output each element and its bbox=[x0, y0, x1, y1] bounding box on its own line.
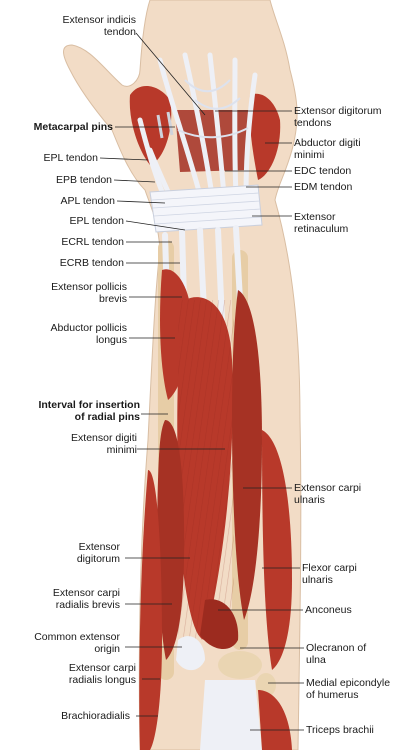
extensor-carpi-radialis-brevis-muscle bbox=[157, 420, 185, 660]
extensor-carpi-ulnaris-muscle bbox=[232, 290, 262, 620]
label-apl-tendon: APL tendon bbox=[60, 195, 116, 207]
interossei-muscles bbox=[175, 110, 250, 172]
label-anconeus: Anconeus bbox=[305, 604, 352, 616]
label-extensor-digitorum-tendons: Extensor digitorum tendons bbox=[294, 105, 382, 129]
label-extensor-digiti-minimi: Extensor digiti minimi bbox=[71, 432, 137, 456]
label-brachioradialis: Brachioradialis bbox=[61, 710, 130, 722]
label-epl-tendon-upper: EPL tendon bbox=[43, 152, 99, 164]
retinaculum-fibers bbox=[151, 192, 263, 225]
triceps-tendon bbox=[200, 680, 262, 750]
label-ecrl-tendon: ECRL tendon bbox=[61, 236, 124, 248]
label-extensor-retinaculum: Extensor retinaculum bbox=[294, 211, 349, 235]
label-abductor-digiti-minimi: Abductor digiti minimi bbox=[294, 137, 361, 161]
label-epl-tendon-lower: EPL tendon bbox=[69, 215, 125, 227]
label-extensor-carpi-radialis-longus: Extensor carpi radialis longus bbox=[68, 662, 136, 686]
label-edm-tendon: EDM tendon bbox=[294, 181, 353, 193]
label-edc-tendon: EDC tendon bbox=[294, 165, 352, 177]
label-medial-epicondyle-of-humerus: Medial epicondyle of humerus bbox=[306, 677, 391, 701]
label-ecrb-tendon: ECRB tendon bbox=[59, 257, 124, 269]
label-flexor-carpi-ulnaris: Flexor carpi ulnaris bbox=[302, 562, 357, 586]
label-extensor-indicis-tendon: Extensor indicis tendon bbox=[62, 14, 136, 38]
label-extensor-digitorum: Extensor digitorum bbox=[76, 541, 120, 565]
label-metacarpal-pins: Metacarpal pins bbox=[33, 121, 113, 133]
triceps-muscle bbox=[258, 690, 292, 750]
metacarpal-pin-markers bbox=[156, 111, 174, 139]
olecranon-bone bbox=[218, 651, 262, 679]
hand-tendons bbox=[137, 52, 258, 218]
label-extensor-pollicis-brevis: Extensor pollicis brevis bbox=[51, 281, 127, 305]
label-olecranon-of-ulna: Olecranon of ulna bbox=[306, 642, 367, 666]
label-extensor-carpi-ulnaris: Extensor carpi ulnaris bbox=[294, 482, 362, 506]
common-extensor-origin-tendon bbox=[176, 636, 205, 671]
brachioradialis-muscle bbox=[139, 470, 162, 750]
label-interval-radial-pins: Interval for insertion of radial pins bbox=[38, 399, 140, 423]
label-triceps-brachii: Triceps brachii bbox=[306, 724, 374, 736]
tendon-loops bbox=[177, 79, 249, 139]
extensor-retinaculum-band bbox=[149, 184, 263, 233]
first-dorsal-interosseous bbox=[129, 85, 172, 165]
extensor-digitorum-fibers bbox=[178, 300, 234, 640]
anconeus-muscle bbox=[200, 599, 239, 650]
label-abductor-pollicis-longus: Abductor pollicis longus bbox=[50, 322, 127, 346]
label-epb-tendon: EPB tendon bbox=[55, 174, 112, 186]
label-common-extensor-origin: Common extensor origin bbox=[34, 631, 120, 655]
leader-lines bbox=[99, 32, 304, 731]
label-extensor-carpi-radialis-brevis: Extensor carpi radialis brevis bbox=[52, 587, 120, 611]
abductor-digiti-minimi-muscle bbox=[249, 93, 281, 180]
